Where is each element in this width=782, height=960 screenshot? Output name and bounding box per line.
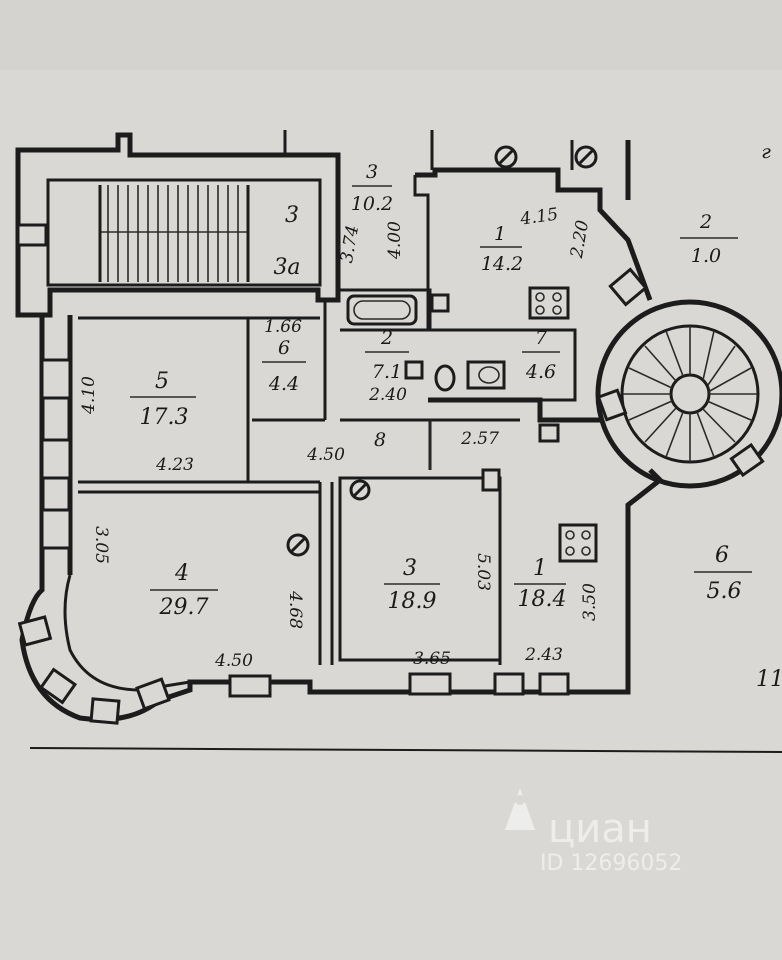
toilet-icon: [466, 360, 506, 390]
dimension-label: 4.50: [306, 445, 345, 465]
svg-text:1.0: 1.0: [691, 245, 721, 267]
svg-text:4: 4: [174, 561, 189, 586]
dimension-label: 3.05: [91, 526, 111, 564]
svg-text:1: 1: [533, 556, 547, 581]
vent-icon: [349, 479, 371, 501]
room-label: 6 4.4: [262, 337, 306, 395]
dimension-label: 4.10: [79, 376, 99, 415]
svg-text:10.2: 10.2: [351, 193, 393, 215]
dimension-label: 2.40: [368, 385, 407, 405]
dimension-label: 2.43: [524, 645, 563, 665]
dimension-label: 4.68: [285, 590, 305, 629]
svg-text:7: 7: [535, 327, 548, 349]
spiral-staircase: [595, 267, 782, 489]
dimension-label: 3.50: [580, 583, 600, 621]
edge-mark-label: 11: [756, 667, 782, 692]
dimension-label: 1.66: [264, 317, 302, 337]
corridor-mark-label: 8: [374, 429, 386, 451]
svg-text:7.1: 7.1: [372, 361, 402, 383]
room-label: 2 7.1: [365, 327, 409, 383]
dimension-label: 4.00: [385, 221, 405, 260]
dimension-label: 2.57: [460, 429, 499, 449]
svg-text:6: 6: [278, 337, 290, 359]
watermark-id: ID 12696052: [540, 851, 682, 876]
outer-walls: [17, 315, 664, 725]
svg-text:4.4: 4.4: [268, 373, 299, 395]
room-label: 2 1.0: [680, 211, 738, 267]
svg-text:2: 2: [699, 211, 712, 233]
partitions: [78, 130, 653, 665]
stair-mark-label: 3а: [273, 255, 300, 280]
svg-text:4.6: 4.6: [525, 361, 556, 383]
svg-text:3: 3: [403, 556, 417, 581]
vent-icon: [574, 145, 598, 169]
cian-logo-icon: [505, 788, 535, 830]
stairwell-block: [15, 132, 341, 318]
watermark: циан ID 12696052: [505, 788, 682, 876]
sink-icon: [404, 360, 424, 380]
sink-icon: [538, 423, 560, 443]
stair-mark-label: 3: [285, 203, 299, 228]
bathtub-icon: [346, 294, 418, 326]
fixtures: [286, 145, 598, 563]
svg-text:2: 2: [380, 327, 393, 349]
svg-text:18.4: 18.4: [518, 587, 567, 612]
edge-mark-label: г: [761, 141, 771, 163]
svg-text:1: 1: [494, 223, 506, 245]
dimension-label: 4.50: [214, 651, 253, 671]
svg-text:18.9: 18.9: [388, 589, 437, 614]
room-label: 6 5.6: [694, 543, 752, 604]
svg-text:17.3: 17.3: [140, 405, 189, 430]
base-line: [29, 747, 782, 753]
svg-text:5.6: 5.6: [707, 579, 742, 604]
room-label: 3 10.2: [351, 161, 393, 215]
toilet-icon: [434, 364, 456, 392]
room-label: 5 17.3: [130, 369, 196, 430]
svg-text:29.7: 29.7: [159, 595, 209, 620]
sink-icon: [430, 293, 450, 313]
dimension-label: 3.65: [413, 649, 451, 669]
room-label: 7 4.6: [522, 327, 560, 383]
room-label: 4 29.7: [150, 561, 218, 620]
room-label: 1 14.2: [480, 223, 523, 275]
svg-text:5: 5: [155, 369, 169, 394]
watermark-brand: циан: [548, 806, 652, 852]
stove-icon: [558, 523, 598, 563]
dimension-label: 4.23: [155, 455, 194, 475]
vent-icon: [286, 533, 310, 557]
svg-text:3: 3: [366, 161, 378, 183]
svg-text:6: 6: [715, 543, 729, 568]
room-label: 1 18.4: [514, 556, 566, 612]
vent-icon: [494, 145, 518, 169]
svg-text:14.2: 14.2: [481, 253, 523, 275]
dimension-label: 5.03: [473, 553, 493, 591]
room-label: 3 18.9: [384, 556, 440, 614]
stove-icon: [528, 286, 570, 320]
